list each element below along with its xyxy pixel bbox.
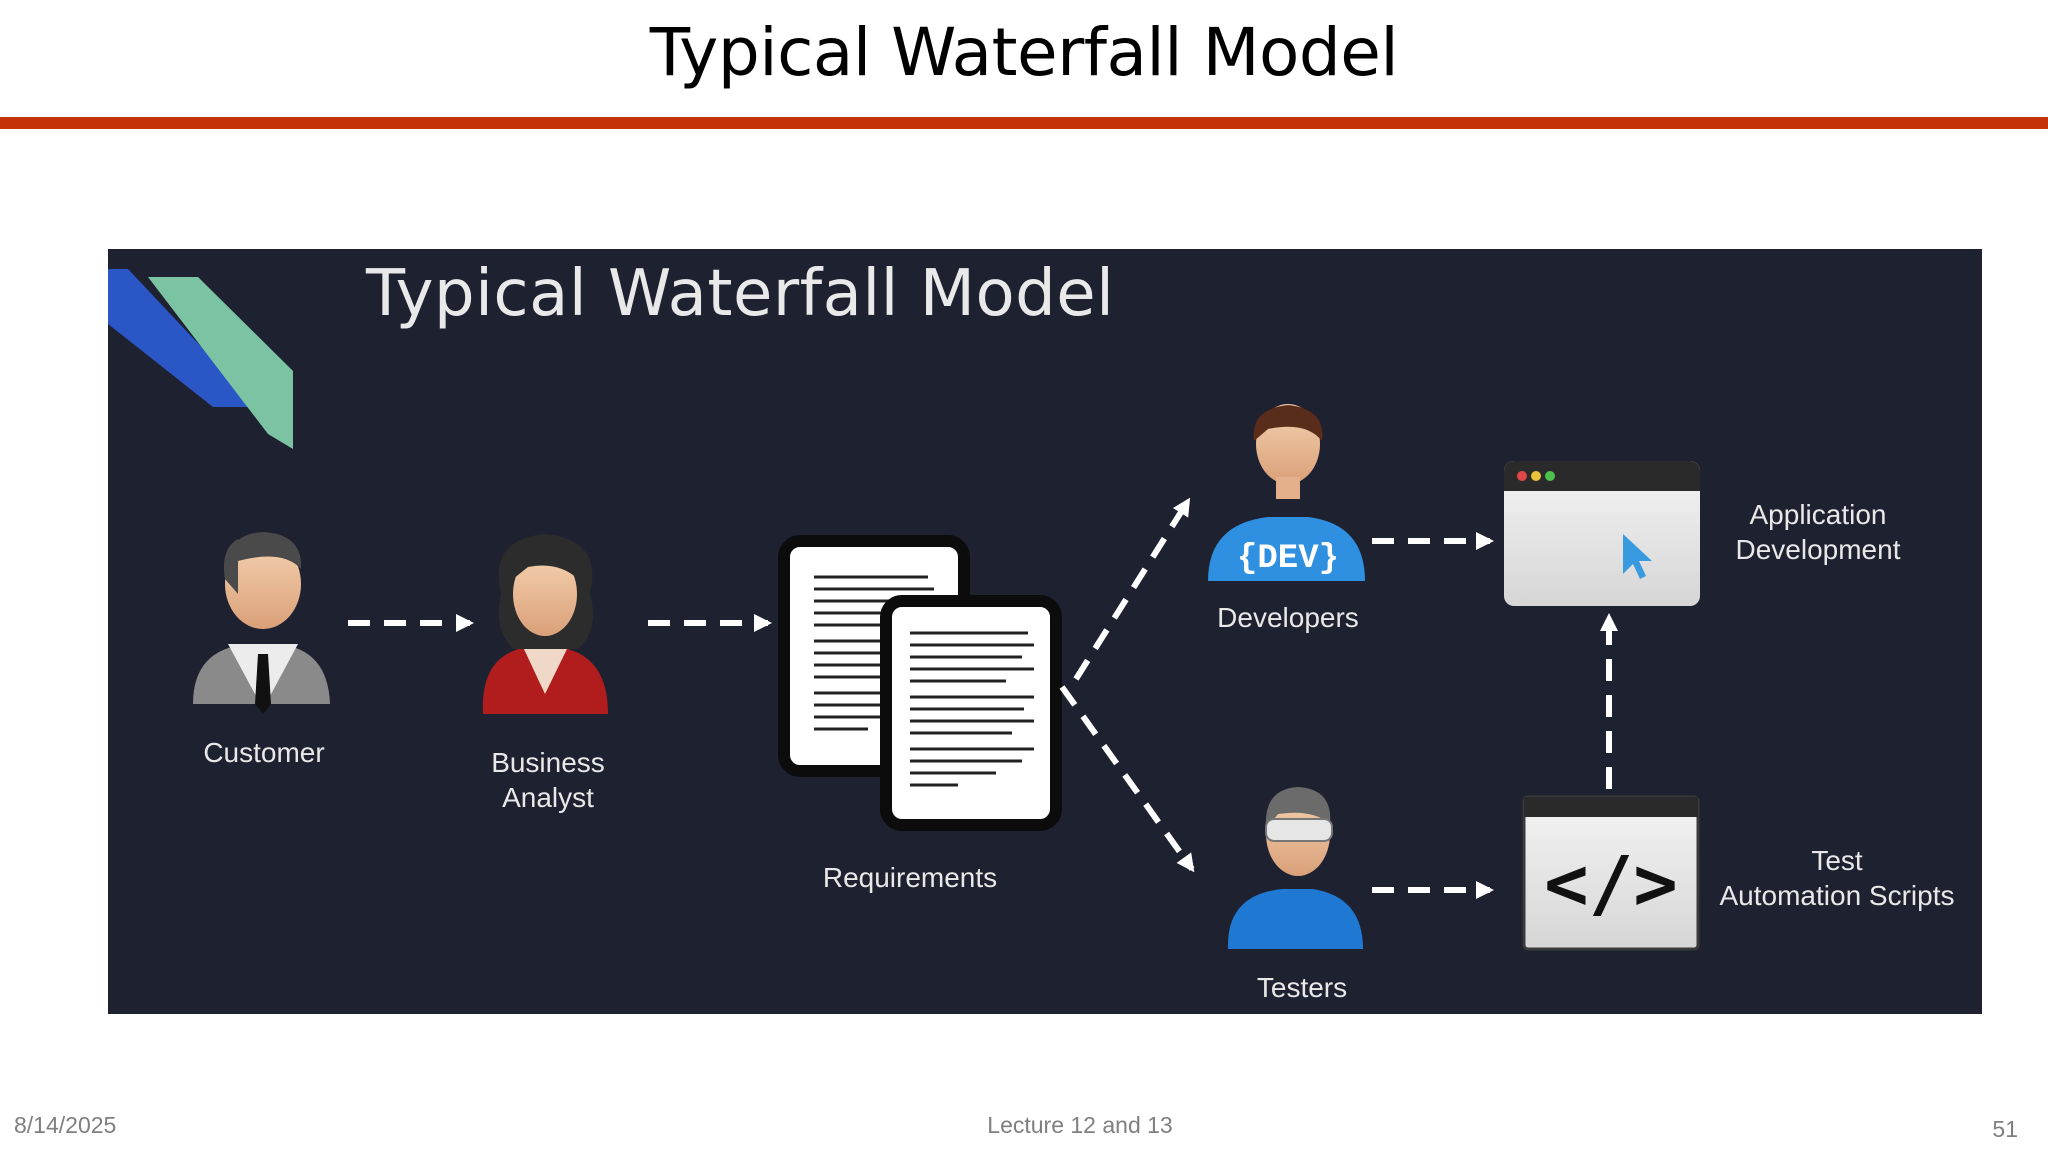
diagram-title: Typical Waterfall Model	[366, 257, 1115, 331]
application-development-label-line-1: Application	[1749, 499, 1887, 530]
footer-lecture: Lecture 12 and 13	[987, 1112, 1173, 1138]
test-automation-scripts-label: Test Automation Scripts	[1702, 843, 1972, 913]
diagram-panel: {DEV} </>	[108, 249, 1982, 1014]
customer-icon	[193, 532, 330, 714]
test-automation-scripts-label-line-2: Automation Scripts	[1719, 880, 1955, 911]
business-analyst-label: Business Analyst	[448, 745, 648, 815]
testers-label: Testers	[1256, 972, 1348, 1003]
application-window-icon	[1504, 461, 1700, 606]
tester-icon	[1227, 787, 1363, 949]
developers-label: Developers	[1217, 602, 1359, 633]
test-automation-scripts-label-line-1: Test	[1811, 845, 1863, 876]
code-icon-text: </>	[1544, 841, 1678, 927]
slide-title: Typical Waterfall Model	[649, 14, 1399, 91]
title-underline	[0, 117, 2048, 129]
corner-logo	[108, 269, 293, 449]
test-scripts-window-icon	[1522, 795, 1700, 951]
requirements-label: Requirements	[822, 862, 998, 893]
diagram-graphics: {DEV} </>	[108, 269, 1700, 951]
requirements-documents-icon	[778, 535, 1062, 831]
developer-icon	[1208, 404, 1365, 581]
arrow-requirements-to-developers	[1073, 497, 1191, 681]
footer-date: 8/14/2025	[14, 1112, 117, 1138]
business-analyst-label-line-2: Analyst	[502, 782, 594, 813]
customer-label: Customer	[203, 737, 325, 768]
page-number: 51	[1992, 1116, 2018, 1142]
application-development-label: Application Development	[1708, 497, 1928, 567]
arrow-requirements-to-testers	[1059, 685, 1195, 873]
business-analyst-icon	[482, 534, 608, 714]
application-development-label-line-2: Development	[1735, 534, 1901, 565]
dev-badge-text: {DEV}	[1237, 540, 1339, 578]
business-analyst-label-line-1: Business	[491, 747, 605, 778]
